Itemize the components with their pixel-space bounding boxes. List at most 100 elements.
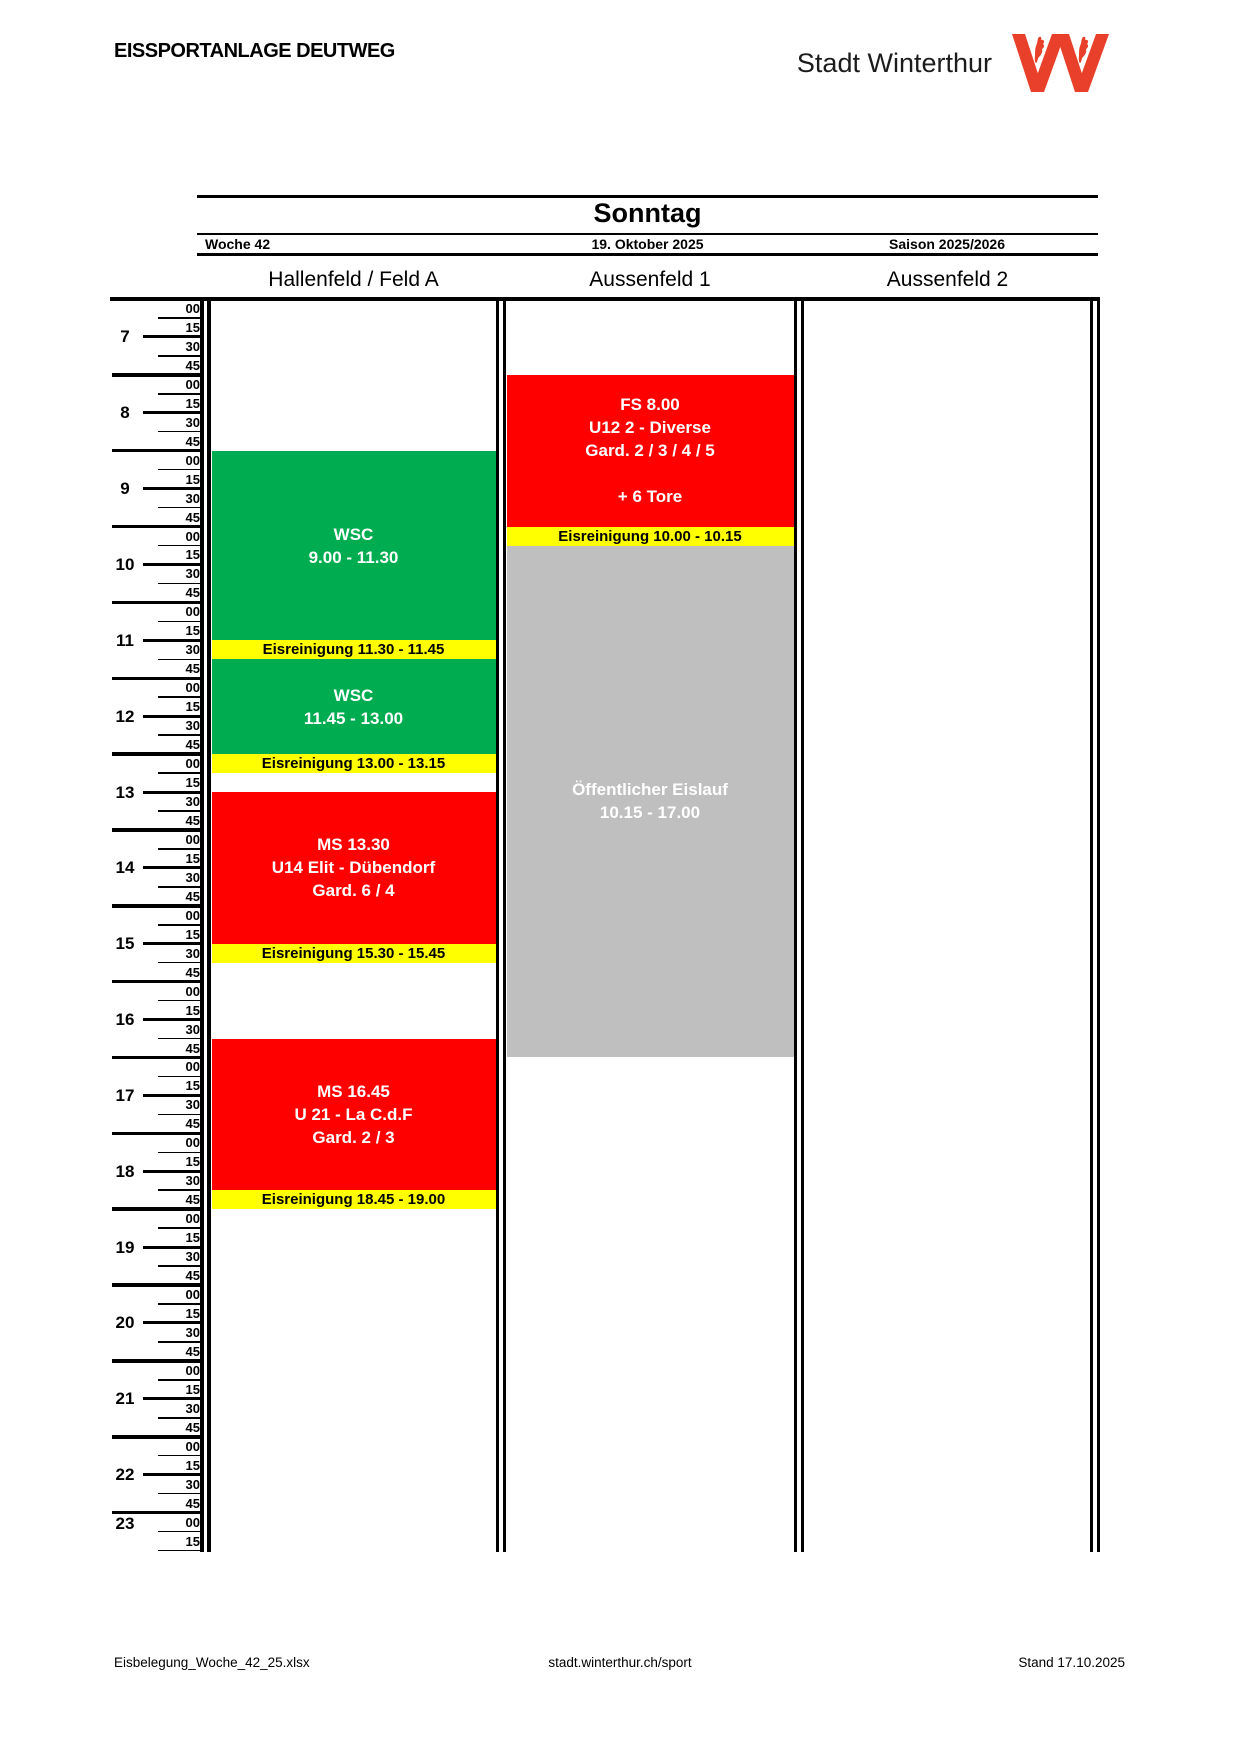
column-divider [207, 297, 211, 1552]
time-quarter-label: 00 [185, 1514, 200, 1530]
time-hour-label: 19 [115, 1237, 135, 1257]
time-quarter-label: 15 [185, 775, 200, 791]
gridline-half [143, 1473, 203, 1477]
time-quarter-label: 00 [185, 1135, 200, 1151]
event-line: MS 16.45 [317, 1081, 390, 1101]
time-quarter-label: 30 [185, 945, 200, 961]
time-hour-label: 12 [115, 706, 135, 726]
time-quarter-label: 00 [185, 1438, 200, 1454]
gridline-half [143, 790, 203, 794]
time-quarter-label: 45 [185, 812, 200, 828]
gridline-hour [112, 600, 203, 605]
time-quarter-label: 30 [185, 1173, 200, 1189]
gridline-quarter [158, 1417, 203, 1419]
time-quarter-label: 00 [185, 528, 200, 544]
title-rule-top [197, 195, 1098, 198]
time-quarter-label: 45 [185, 661, 200, 677]
gridline-quarter [158, 1530, 203, 1533]
event-line: Gard. 2 / 3 / 4 / 5 [585, 441, 715, 461]
time-hour-label: 8 [120, 403, 130, 423]
gridline-quarter [158, 772, 203, 774]
gridline-half [143, 1245, 203, 1249]
time-quarter-label: 15 [185, 1078, 200, 1094]
logo-text: Stadt Winterthur [796, 47, 992, 78]
time-quarter-label: 15 [185, 850, 200, 866]
time-quarter-label: 30 [185, 869, 200, 885]
time-quarter-label: 00 [185, 300, 200, 316]
time-quarter-label: 00 [185, 680, 200, 696]
event-line: MS 13.30 [317, 835, 390, 855]
winterthur-w-icon [1012, 34, 1109, 92]
cleaning-bar: Eisreinigung 10.00 - 10.15 [506, 526, 794, 546]
time-quarter-label: 15 [185, 1002, 200, 1018]
time-quarter-label: 15 [185, 623, 200, 639]
week-label: Woche 42 [205, 236, 271, 252]
gridline-hour [112, 752, 203, 756]
time-quarter-label: 15 [185, 1154, 200, 1170]
day-title: Sonntag [593, 198, 702, 228]
date-label: 19. Oktober 2025 [591, 236, 704, 252]
time-quarter-label: 45 [185, 509, 200, 525]
column-divider [800, 297, 804, 1552]
gridline-quarter [158, 848, 203, 850]
title-rule-mid [197, 233, 1098, 235]
time-quarter-label: 00 [185, 376, 200, 392]
title-rule-bottom [197, 253, 1098, 256]
column-divider [495, 297, 499, 1552]
time-quarter-label: 30 [185, 566, 200, 582]
column-header-1: Hallenfeld / Feld A [268, 268, 439, 291]
gridline-hour [112, 448, 203, 453]
time-hour-label: 20 [115, 1313, 135, 1333]
gridline-quarter [158, 393, 203, 395]
time-quarter-label: 00 [185, 831, 200, 847]
cleaning-bar: Eisreinigung 15.30 - 15.45 [211, 943, 496, 963]
time-quarter-label: 45 [185, 433, 200, 449]
time-hour-label: 11 [116, 630, 134, 650]
gridline-half [143, 411, 203, 415]
gridline-quarter [158, 1549, 203, 1552]
gridline-half [143, 1169, 203, 1173]
time-quarter-label: 15 [185, 395, 200, 411]
time-quarter-label: 00 [185, 983, 200, 999]
time-quarter-label: 45 [185, 585, 200, 601]
gridline-half [143, 1018, 203, 1022]
gridline-quarter [158, 696, 203, 698]
gridline-quarter [158, 468, 203, 471]
gridline-quarter [158, 1151, 203, 1154]
time-hour-label: 15 [115, 934, 135, 954]
gridline-quarter [158, 1075, 203, 1078]
column-divider [502, 297, 506, 1552]
gridline-quarter [158, 1341, 203, 1343]
gridline-quarter [158, 620, 203, 623]
time-hour-label: 16 [115, 1010, 135, 1030]
gridline-quarter [158, 1379, 203, 1381]
time-quarter-label: 45 [185, 1040, 200, 1056]
gridline-hour [112, 1283, 203, 1287]
gridline-quarter [158, 430, 203, 433]
time-quarter-label: 15 [185, 319, 200, 335]
time-quarter-label: 00 [185, 452, 200, 468]
gridline-quarter [158, 1492, 203, 1495]
cleaning-bar: Eisreinigung 13.00 - 13.15 [211, 754, 496, 774]
gridline-hour [112, 373, 203, 377]
cleaning-bar: Eisreinigung 11.30 - 11.45 [211, 640, 496, 660]
time-quarter-label: 15 [185, 1533, 200, 1549]
time-quarter-label: 00 [185, 1287, 200, 1303]
gridline-quarter [158, 1113, 203, 1116]
column-divider [200, 297, 204, 1552]
gridline-quarter [158, 355, 203, 357]
time-quarter-label: 00 [185, 1362, 200, 1378]
grid-top-border [110, 297, 1100, 301]
column-divider [793, 297, 797, 1552]
gridline-half [143, 335, 203, 339]
gridline-quarter [158, 1303, 203, 1305]
gridline-quarter [158, 544, 203, 547]
time-quarter-label: 15 [185, 926, 200, 942]
gridline-quarter [158, 582, 203, 585]
column-divider [1089, 297, 1093, 1552]
season-label: Saison 2025/2026 [889, 236, 1005, 252]
time-quarter-label: 15 [185, 471, 200, 487]
event-line: U 21 - La C.d.F [294, 1104, 413, 1124]
